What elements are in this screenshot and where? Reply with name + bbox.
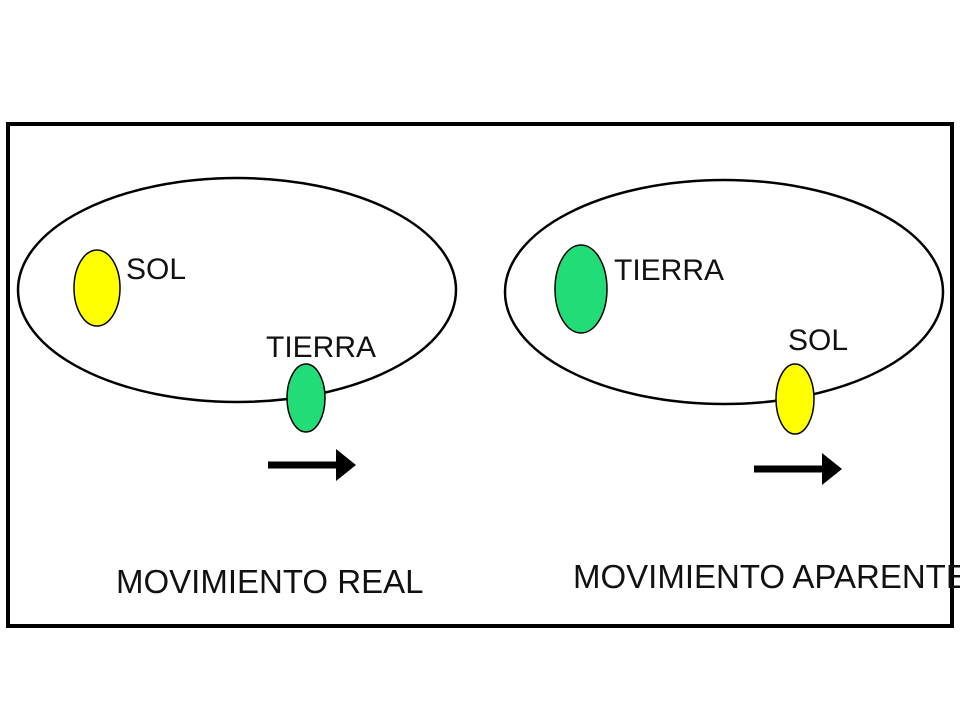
diagram-frame	[6, 122, 954, 628]
real-caption: MOVIMIENTO REAL	[116, 563, 423, 600]
apparent-orbit	[503, 178, 945, 406]
apparent-motion-panel: TIERRA SOL MOVIMIENTO APARENTE	[503, 178, 960, 595]
apparent-earth	[554, 244, 608, 334]
apparent-earth-label: TIERRA	[614, 254, 724, 287]
real-earth	[286, 363, 326, 433]
real-sun-label: SOL	[126, 253, 186, 286]
real-motion-panel: SOL TIERRA MOVIMIENTO REAL	[16, 176, 458, 600]
apparent-sun-label: SOL	[788, 324, 848, 357]
apparent-sun	[775, 363, 815, 435]
real-earth-label: TIERRA	[266, 331, 376, 364]
apparent-arrow	[754, 453, 842, 485]
real-arrow	[268, 449, 356, 481]
apparent-caption: MOVIMIENTO APARENTE	[573, 558, 960, 595]
real-sun	[73, 249, 121, 327]
real-orbit	[16, 176, 458, 404]
